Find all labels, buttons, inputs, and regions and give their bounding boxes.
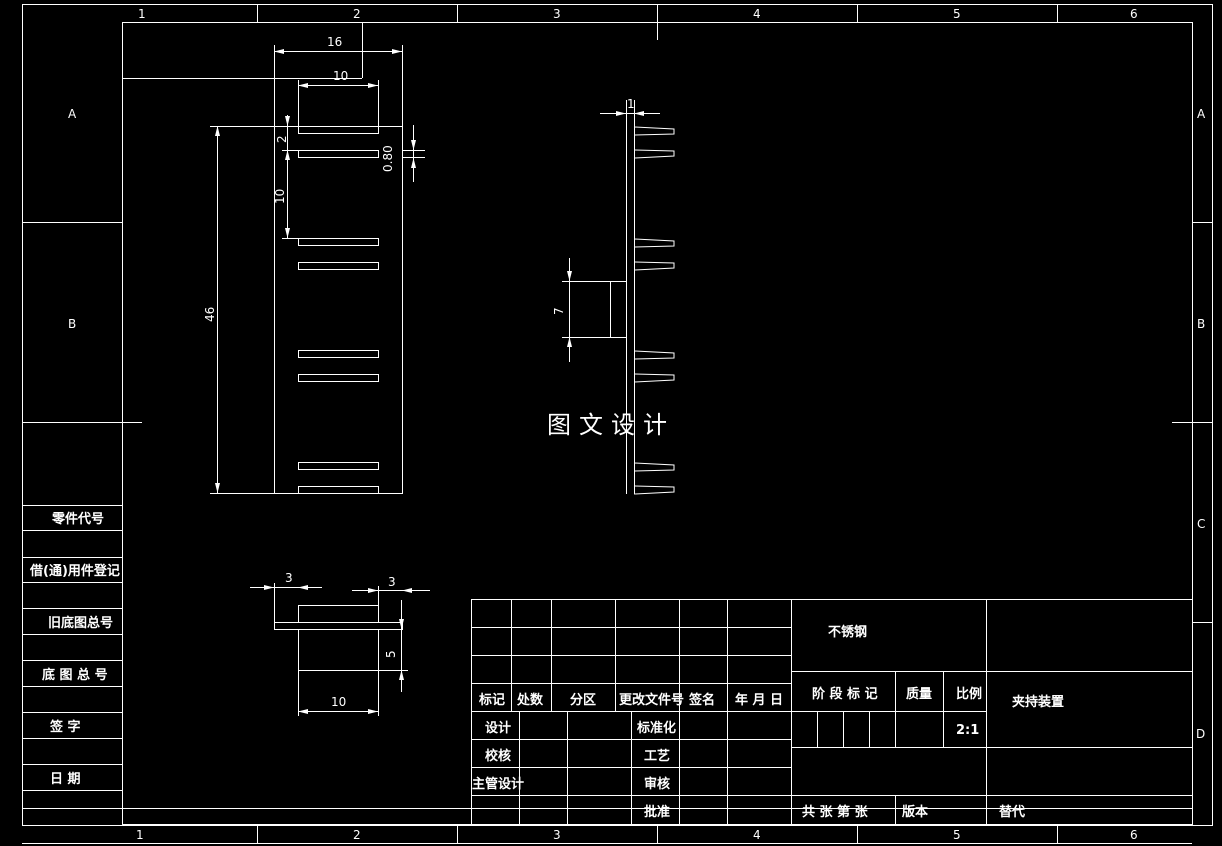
row-check: 校核: [485, 748, 511, 764]
header-zone: 分区: [570, 692, 596, 708]
col-number: 3: [553, 7, 561, 21]
col-number: 4: [753, 828, 761, 842]
header-date: 年 月 日: [735, 692, 783, 708]
header-sign: 签名: [688, 692, 715, 708]
old-base-no-label: 旧底图总号: [48, 615, 113, 631]
outer-frame: [22, 4, 1213, 826]
version-label: 版本: [902, 804, 928, 820]
row-design: 设计: [485, 720, 511, 736]
row-approve: 批准: [644, 804, 670, 820]
dim-16: 16: [327, 35, 342, 49]
dim-bottom-10: 10: [331, 695, 346, 709]
col-number: 1: [138, 7, 146, 21]
base-no-label: 底 图 总 号: [42, 667, 108, 683]
row-review: 审核: [644, 776, 670, 792]
dim-5: 5: [384, 650, 398, 658]
row-letter: B: [1197, 317, 1205, 331]
slot: [298, 126, 379, 134]
col-number: 1: [136, 828, 144, 842]
col-number: 2: [353, 828, 361, 842]
dim-7: 7: [552, 307, 566, 315]
dim-10: 10: [333, 69, 348, 83]
dim-3-left: 3: [285, 571, 293, 585]
row-letter: B: [68, 317, 76, 331]
header-count: 处数: [516, 692, 544, 708]
row-chief-design: 主管设计: [472, 776, 524, 792]
date-label: 日 期: [50, 772, 81, 787]
dim-2: 2: [275, 135, 289, 143]
front-view-outline: [274, 126, 403, 494]
dim-3-right: 3: [388, 575, 396, 589]
part-name: 夹持装置: [1012, 694, 1064, 710]
col-number: 6: [1130, 828, 1138, 842]
scale-value: 2:1: [956, 723, 979, 738]
col-number: 5: [953, 7, 961, 21]
dim-pitch-10: 10: [273, 189, 287, 204]
dim-1: 1: [627, 97, 635, 111]
stage-mark: 阶 段 标 记: [812, 686, 878, 702]
watermark: 图文设计: [547, 411, 675, 439]
signature-label: 签 字: [49, 719, 81, 735]
col-number: 3: [553, 828, 561, 842]
col-number: 5: [953, 828, 961, 842]
replace-label: 替代: [999, 804, 1025, 820]
header-mark: 标记: [478, 692, 505, 708]
row-process: 工艺: [644, 748, 670, 764]
mass-label: 质量: [906, 686, 932, 702]
col-number: 6: [1130, 7, 1138, 21]
header-change-doc: 更改文件号: [619, 692, 684, 708]
row-letter: A: [1197, 107, 1206, 121]
col-number: 4: [753, 7, 761, 21]
scale-label: 比例: [956, 686, 982, 702]
row-standardize: 标准化: [636, 720, 676, 736]
row-letter: D: [1196, 727, 1205, 741]
dim-46: 46: [203, 307, 217, 322]
dim-0-80: 0.80: [381, 145, 395, 172]
row-letter: A: [68, 107, 77, 121]
part-code-label: 零件代号: [51, 511, 104, 527]
col-number: 2: [353, 7, 361, 21]
sheet-count: 共 张 第 张: [802, 804, 869, 820]
material: 不锈钢: [828, 624, 867, 640]
borrowed-record-label: 借(通)用件登记: [29, 563, 120, 579]
row-letter: C: [1197, 517, 1205, 531]
